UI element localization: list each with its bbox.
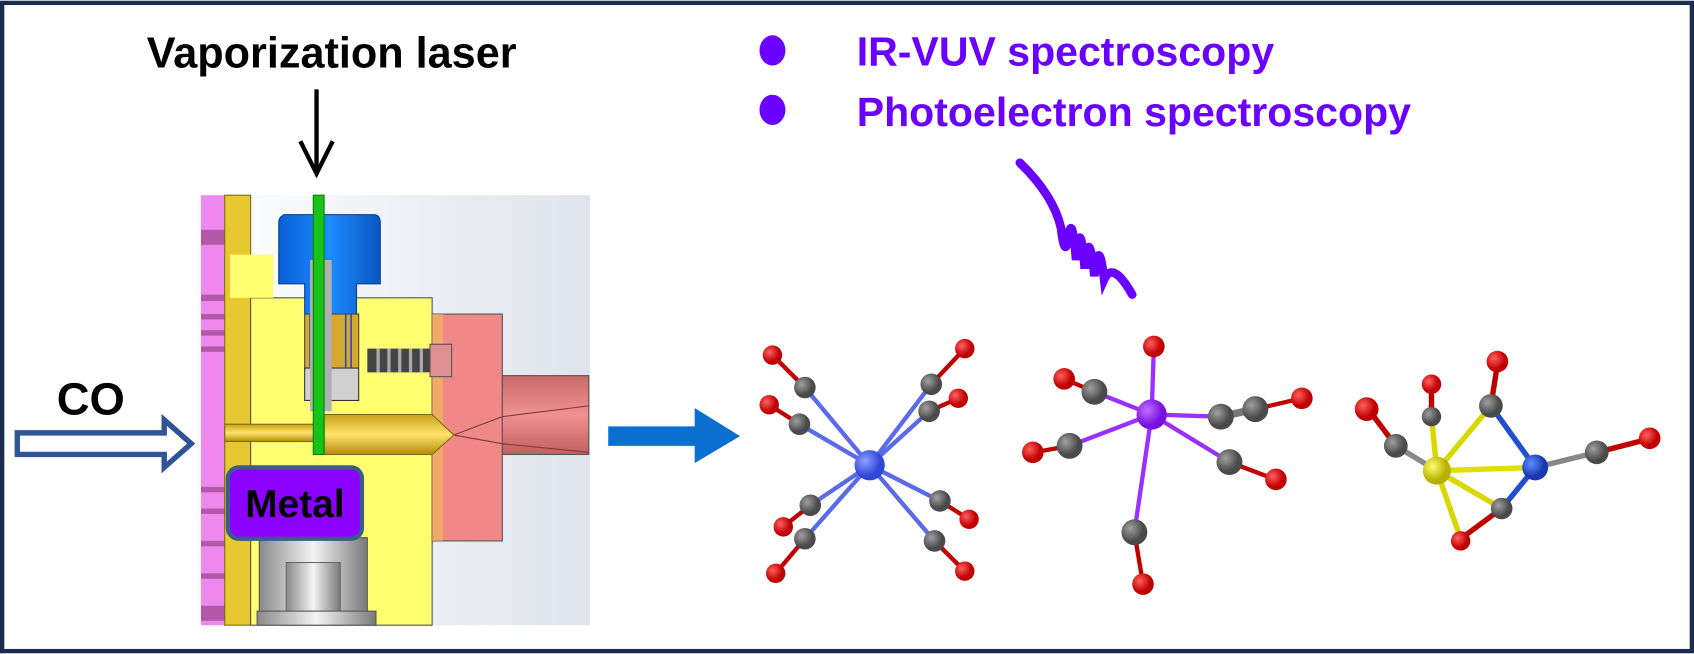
- molecule-octacarbonyl: [759, 338, 979, 584]
- metal-target: [225, 465, 365, 541]
- vaporization-laser-label: Vaporization laser: [147, 30, 517, 78]
- co-label: CO: [57, 374, 125, 425]
- metal-label: Metal: [245, 483, 344, 526]
- right-arrow-icon: [608, 408, 741, 464]
- bullet-icon: [759, 35, 786, 66]
- method-item: Photoelectron spectroscopy: [857, 89, 1411, 135]
- bullet-icon: [759, 94, 786, 125]
- molecule-heterodinuclear-carbonyl: [1354, 350, 1661, 551]
- cluster-source-apparatus: Metal: [200, 194, 590, 626]
- photon-wave-icon: [1015, 158, 1137, 299]
- laser-beam: [312, 194, 325, 456]
- method-item: IR-VUV spectroscopy: [857, 29, 1275, 75]
- down-arrow-icon: [298, 89, 335, 179]
- molecule-heptacarbonyl: [1022, 335, 1313, 595]
- methods-list: IR-VUV spectroscopy Photoelectron spectr…: [759, 29, 1411, 135]
- co-flow-arrow-icon: [14, 413, 196, 474]
